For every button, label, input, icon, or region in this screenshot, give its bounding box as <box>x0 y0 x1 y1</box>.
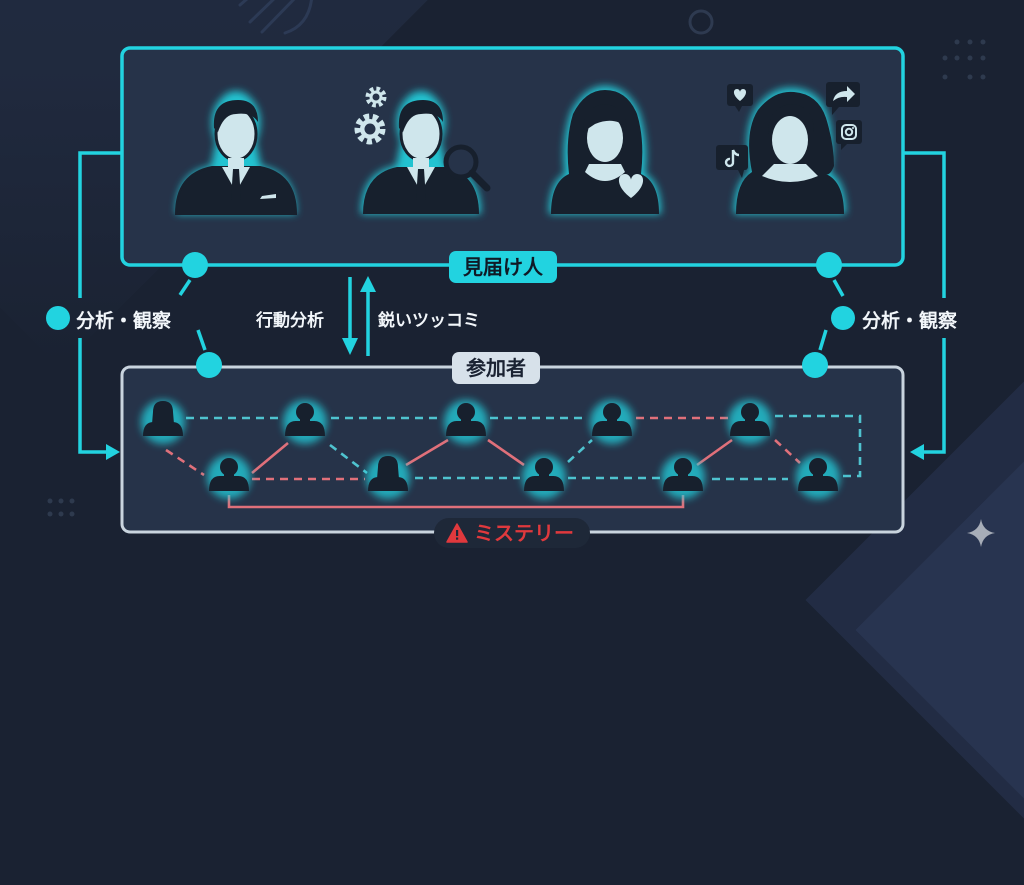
observer-fan <box>549 86 661 214</box>
left-flow-label: 分析・観察 <box>76 310 172 332</box>
left-arrowhead-icon <box>106 444 120 460</box>
participant-node[interactable] <box>366 455 410 499</box>
observer-label: 見届け人 <box>449 251 557 283</box>
participant-links <box>165 414 862 509</box>
up-flow-label: 鋭いツッコミ <box>378 311 480 331</box>
left-flow-dot <box>46 306 70 330</box>
diagram-canvas <box>46 0 986 534</box>
magnifier-icon <box>443 144 491 192</box>
right-bracket-flow <box>903 151 946 454</box>
right-flow-dot <box>831 306 855 330</box>
participant-nodes <box>141 400 840 499</box>
right-arrowhead-icon <box>910 444 924 460</box>
participant-node[interactable] <box>522 455 566 499</box>
right-flow-label: 分析・観察 <box>862 310 958 332</box>
participant-node[interactable] <box>728 400 772 444</box>
down-arrow-icon <box>342 277 358 355</box>
participant-node[interactable] <box>283 400 327 444</box>
participant-label: 参加者 <box>452 352 540 384</box>
heart-bubble-icon <box>727 84 753 112</box>
up-arrow-icon <box>360 276 376 356</box>
mystery-label: ミステリー <box>434 518 590 548</box>
gear-icon <box>365 86 387 108</box>
observer-businessman <box>174 91 298 215</box>
decor-dot-grid-bottom <box>47 498 75 517</box>
share-bubble-icon <box>826 82 860 115</box>
heart-icon <box>618 174 644 198</box>
down-flow-label: 行動分析 <box>256 311 324 331</box>
right-connector <box>802 252 845 378</box>
participant-node[interactable] <box>590 400 634 444</box>
decor-arc-lines <box>238 0 313 35</box>
observer-analyst <box>354 86 491 214</box>
decor-dot-grid-top <box>942 39 986 80</box>
left-bracket-flow <box>78 151 122 454</box>
participant-node[interactable] <box>141 400 185 444</box>
instagram-bubble-icon <box>836 120 862 150</box>
mystery-text: ミステリー <box>474 521 574 545</box>
sparkle-icon <box>967 519 995 547</box>
warning-triangle-icon <box>446 523 468 543</box>
participant-node[interactable] <box>207 455 251 499</box>
participant-node[interactable] <box>661 455 705 499</box>
participant-node[interactable] <box>444 400 488 444</box>
gear-icon <box>354 113 386 145</box>
tiktok-bubble-icon <box>716 145 748 178</box>
observer-influencer <box>716 82 862 214</box>
decor-circle <box>688 9 714 35</box>
participant-node[interactable] <box>796 455 840 499</box>
left-connector <box>178 252 222 378</box>
